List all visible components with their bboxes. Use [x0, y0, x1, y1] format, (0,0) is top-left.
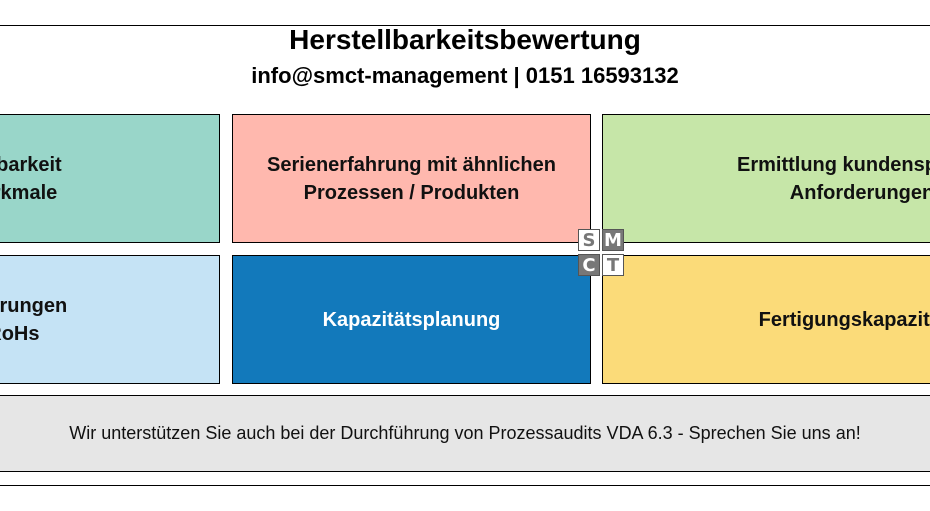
logo-letter-c: C: [578, 254, 600, 276]
top-rule: [0, 25, 930, 26]
box-legal-requirements-label: zliche Forderungen Reach | RoHs: [0, 294, 68, 345]
box-series-experience: Serienerfahrung mit ähnlichen Prozessen …: [232, 114, 591, 243]
footer-text: Wir unterstützen Sie auch bei der Durchf…: [69, 423, 861, 443]
smct-logo: S M C T: [578, 229, 626, 277]
bottom-rule: [0, 485, 930, 486]
box-capacity-planning-label: Kapazitätsplanung: [322, 308, 501, 331]
logo-letter-s: S: [578, 229, 600, 251]
box-series-experience-label: Serienerfahrung mit ähnlichen Prozessen …: [267, 153, 556, 204]
footer-banner: Wir unterstützen Sie auch bei der Durchf…: [0, 395, 930, 472]
box-legal-requirements: zliche Forderungen Reach | RoHs: [0, 255, 220, 384]
page-title: Herstellbarkeitsbewertung: [289, 24, 641, 55]
box-customer-requirements-label: Ermittlung kundenspezifis Anforderungen: [736, 153, 930, 204]
box-production-capacity: Fertigungskapazitäten ausrei: [602, 255, 930, 384]
box-production-capacity-label: Fertigungskapazitäten ausrei: [758, 308, 930, 331]
box-capacity-planning: Kapazitätsplanung: [232, 255, 591, 384]
box-customer-requirements: Ermittlung kundenspezifis Anforderungen: [602, 114, 930, 243]
box-technical-feasibility-label: ische Machbarkeit ondere Merkmale: [0, 153, 62, 204]
logo-letter-m: M: [602, 229, 624, 251]
box-technical-feasibility: ische Machbarkeit ondere Merkmale: [0, 114, 220, 243]
logo-letter-t: T: [602, 254, 624, 276]
contact-line: info@smct-management | 0151 16593132: [251, 63, 679, 88]
